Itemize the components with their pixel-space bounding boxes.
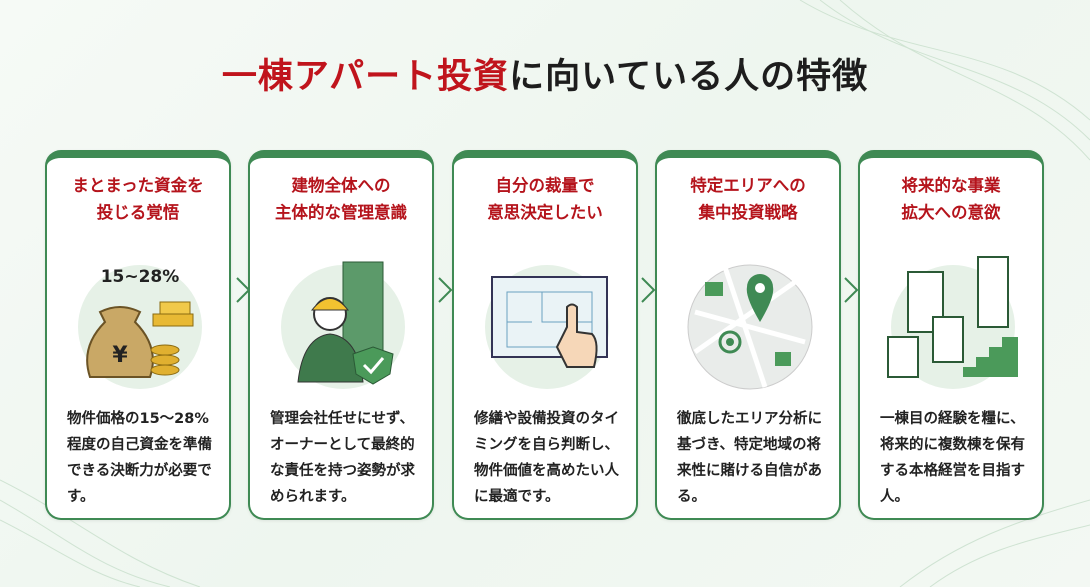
card-body: 修繕や設備投資のタイミングを自ら判断し、物件価値を高めたい人に最適です。 [474,411,619,505]
card-area-focus: 特定エリアへの集中投資戦略 徹底したエリア分析に基づき、特定地域の将来性に賭ける… [655,150,841,520]
page-title: 一棟アパート投資に向いている人の特徴 [0,48,1090,99]
card-heading: 特定エリアへの集中投資戦略 [690,176,806,222]
card-own-decision: 自分の裁量で意思決定したい 修繕や設備投資のタイミングを自ら判断し、物件価値を高… [452,150,638,520]
card-body: 物件価格の15～28%程度の自己資金を準備できる決断力が必要です。 [67,411,212,505]
building-manager-icon [281,261,405,389]
blueprint-hand-icon [485,265,609,389]
map-pin-icon [687,264,813,390]
money-bag-gold-icon: 15~28% ¥ [78,265,202,389]
card-body: 徹底したエリア分析に基づき、特定地域の将来性に賭ける自信がある。 [677,411,822,505]
title-rest: に向いている人の特徴 [509,57,869,97]
title-highlight: 一棟アパート投資 [221,57,510,97]
card-management-awareness: 建物全体への主体的な管理意識 管理会社任せにせず、オーナーとして最終的な責任を持… [248,150,434,520]
svg-text:¥: ¥ [112,343,128,368]
card-heading: 将来的な事業拡大への意欲 [901,176,1001,222]
chevron-right-icon [438,277,453,303]
card-heading: 自分の裁量で意思決定したい [487,176,603,222]
card-heading: 建物全体への主体的な管理意識 [275,176,407,222]
card-heading: まとまった資金を投じる覚悟 [72,176,204,222]
svg-text:15~28%: 15~28% [101,267,180,287]
chevron-right-icon [844,277,859,303]
chevron-right-icon [641,277,656,303]
buildings-growth-icon [887,256,1018,389]
card-body: 一棟目の経験を糧に、将来的に複数棟を保有する本格経営を目指す人。 [880,411,1025,505]
card-body: 管理会社任せにせず、オーナーとして最終的な責任を持つ姿勢が求められます。 [270,411,415,505]
card-capital-commitment: まとまった資金を投じる覚悟 15~28% ¥ 物件価格の15～28%程度の自己資… [45,150,231,520]
card-business-expansion: 将来的な事業拡大への意欲 一棟目の経験を糧に、将来的に複数棟を保有する本格経営を… [858,150,1044,520]
